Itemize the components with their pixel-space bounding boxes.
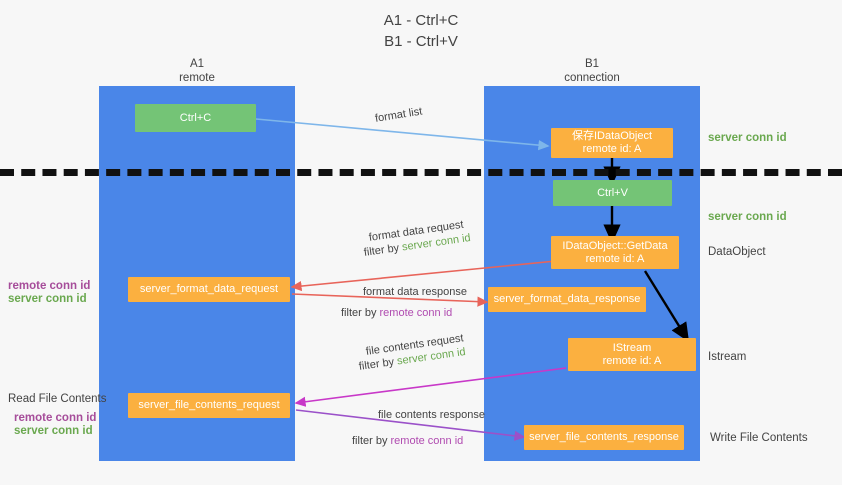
caption-filter-by-remote-conn-id-1: filter by remote conn id [341, 306, 452, 320]
column-b1-name: B1 [584, 58, 600, 70]
caption-format-list: format list [374, 105, 424, 125]
filter-value-remote-conn-id-2: remote conn id [390, 435, 464, 447]
page-title: A1 - Ctrl+C B1 - Ctrl+V [0, 10, 842, 52]
box-istream[interactable]: IStream remote id: A [568, 338, 696, 371]
filter-prefix-1: filter by [363, 241, 403, 259]
box-server-format-data-response-label: server_format_data_response [493, 293, 641, 305]
box-istream-line1: IStream [612, 341, 652, 354]
box-server-format-data-request-label: server_format_data_request [139, 283, 279, 295]
filter-value-remote-conn-id-1: remote conn id [379, 307, 453, 319]
box-server-file-contents-request-label: server_file_contents_request [138, 399, 280, 411]
box-istream-line2: remote id: A [602, 354, 662, 367]
column-header-b1: B1 connection [532, 57, 652, 85]
box-save-dataobject[interactable]: 保存IDataObject remote id: A [551, 128, 673, 158]
label-istream: Istream [708, 351, 747, 363]
box-getdata-line2: remote id: A [585, 252, 645, 265]
box-getdata[interactable]: IDataObject::GetData remote id: A [551, 236, 679, 269]
box-save-dataobject-line1: 保存IDataObject [571, 130, 653, 142]
phase-divider [0, 169, 842, 176]
box-server-file-contents-request[interactable]: server_file_contents_request [128, 393, 290, 418]
column-b1-sub: connection [564, 72, 620, 84]
label-dataobject: DataObject [708, 246, 766, 258]
label-server-conn-id-mid: server conn id [708, 211, 787, 223]
box-server-format-data-request[interactable]: server_format_data_request [128, 277, 290, 302]
label-write-file-contents: Write File Contents [710, 432, 808, 444]
filter-prefix-4: filter by [352, 435, 391, 447]
label-server-conn-id-top: server conn id [708, 132, 787, 144]
box-server-format-data-response[interactable]: server_format_data_response [488, 287, 646, 312]
box-ctrl-v[interactable]: Ctrl+V [553, 180, 672, 206]
title-line-1: A1 - Ctrl+C [383, 12, 459, 29]
box-ctrl-c-label: Ctrl+C [179, 111, 212, 124]
box-getdata-line1: IDataObject::GetData [562, 239, 668, 252]
label-remote-conn-id-1: remote conn id [8, 280, 91, 292]
filter-prefix-3: filter by [358, 355, 398, 373]
label-server-conn-id-2: server conn id [14, 425, 93, 437]
box-server-file-contents-response-label: server_file_contents_response [529, 431, 679, 443]
column-a1-sub: remote [179, 72, 215, 84]
caption-filter-by-remote-conn-id-2: filter by remote conn id [352, 434, 463, 448]
caption-file-contents-response: file contents response [378, 409, 486, 421]
caption-format-data-response: format data response [363, 286, 467, 298]
label-remote-conn-id-2: remote conn id [14, 412, 97, 424]
column-header-a1: A1 remote [137, 57, 257, 85]
box-ctrl-c[interactable]: Ctrl+C [135, 104, 256, 132]
column-a1-name: A1 [189, 58, 205, 70]
label-read-file-contents: Read File Contents [8, 393, 107, 405]
label-server-conn-id-1: server conn id [8, 293, 87, 305]
box-save-dataobject-line2: remote id: A [582, 143, 642, 155]
box-ctrl-v-label: Ctrl+V [597, 186, 628, 199]
title-line-2: B1 - Ctrl+V [384, 33, 458, 50]
filter-prefix-2: filter by [341, 307, 380, 319]
box-server-file-contents-response[interactable]: server_file_contents_response [524, 425, 684, 450]
